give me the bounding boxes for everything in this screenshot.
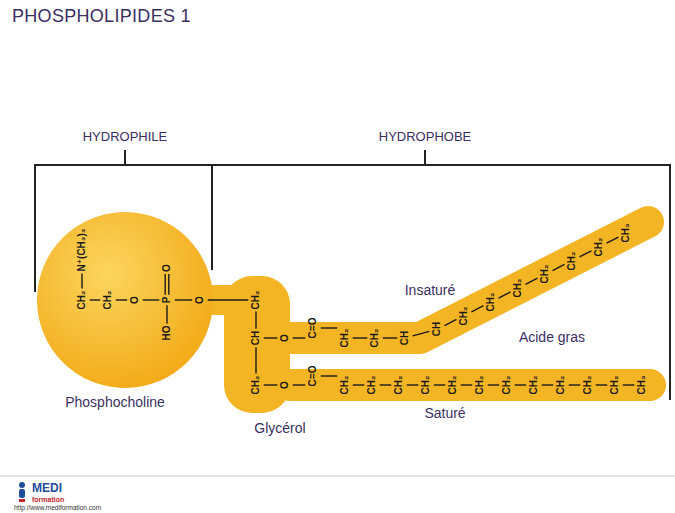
bond-line [208, 299, 249, 300]
bond-line [413, 331, 430, 336]
glycerol-body [224, 276, 290, 413]
atom-label: C=O [307, 366, 319, 387]
atom-label: CH₂ [420, 376, 432, 395]
web-address: http://www.mediformation.com [14, 504, 101, 511]
bond-line [488, 384, 500, 385]
atom-label: CH [399, 331, 411, 345]
atom-label: CH₂ [458, 306, 470, 325]
bond-line [383, 337, 398, 338]
part-name: Glycérol [254, 420, 305, 436]
logo-icon [19, 482, 25, 502]
atom-label: CH₂ [339, 376, 351, 395]
bond-line [580, 251, 592, 257]
bond-line [321, 327, 338, 328]
bond-line [90, 299, 101, 300]
region-heading: HYDROPHILE [83, 130, 168, 145]
bond-line [143, 299, 160, 300]
bond-line [380, 384, 392, 385]
atom-label: HO [161, 326, 173, 341]
atom-label: O [194, 296, 206, 304]
atom-label: CH₂ [485, 292, 497, 311]
bond-line [434, 384, 446, 385]
bond-line [321, 375, 338, 376]
atom-label: CH [250, 331, 262, 345]
atom-label: N⁺(CH₃)₃ [76, 229, 88, 272]
atom-label: O [129, 296, 141, 304]
part-name: Phosphocholine [65, 394, 165, 410]
bond-line [353, 384, 365, 385]
atom-label: CH₂ [555, 376, 567, 395]
part-name: Acide gras [519, 329, 585, 345]
bond-line [293, 337, 306, 338]
atom-label: CH₂ [474, 376, 486, 395]
bond-line [116, 299, 128, 300]
footer-rule [0, 475, 675, 477]
bond-line [293, 384, 306, 385]
atom-label: CH₂ [566, 251, 578, 270]
phosphocholine-head [37, 212, 213, 388]
bond-line [623, 384, 635, 385]
slide-title: PHOSPHOLIPIDES 1 [12, 6, 191, 27]
bond-line [569, 384, 581, 385]
bond-line [542, 384, 554, 385]
atom-label: CH₂ [539, 265, 551, 284]
atom-label: CH₃ [636, 375, 648, 394]
atom-label: CH₃ [620, 224, 632, 243]
bond-line [461, 384, 473, 385]
bond-line [553, 264, 565, 270]
atom-label: O [279, 381, 291, 389]
atom-label: CH₂ [447, 376, 459, 395]
logo-text: MEDI [32, 482, 62, 496]
atom-label: CH₂ [609, 376, 621, 395]
region-heading: HYDROPHOBE [379, 130, 471, 145]
bond-line [607, 237, 619, 243]
bond-line [264, 384, 278, 385]
atom-label: CH₂ [76, 291, 88, 310]
bracket-lines [35, 150, 670, 400]
bond-line [175, 299, 193, 300]
part-name: Saturé [424, 405, 465, 421]
atom-label: CH₂ [339, 329, 351, 348]
atom-label: CH₂ [102, 291, 114, 310]
atom-label: P [161, 297, 173, 304]
bond-line [164, 274, 165, 295]
bond-line [407, 384, 419, 385]
bond-line [445, 319, 457, 325]
atom-label: CH₂ [393, 376, 405, 395]
atom-label: CH₂ [369, 329, 381, 348]
bond-line [596, 384, 608, 385]
atom-label: CH₂ [582, 376, 594, 395]
atom-label: CH₂ [593, 237, 605, 256]
atom-label: CH₂ [366, 376, 378, 395]
atom-label: O [161, 264, 173, 272]
bond-line [166, 305, 167, 323]
bond-line [353, 337, 368, 338]
bond-line [255, 311, 256, 328]
bond-line [499, 292, 511, 298]
bond-line [526, 278, 538, 284]
atom-label: CH₂ [250, 291, 262, 310]
atom-label: C=O [307, 318, 319, 339]
atom-label: CH₂ [501, 376, 513, 395]
bond-line [472, 306, 484, 312]
bond-line [255, 347, 256, 373]
logo-subtext: formation [32, 496, 64, 504]
atom-label: CH₂ [512, 279, 524, 298]
atom-label: CH₂ [250, 376, 262, 395]
atom-label: O [279, 334, 291, 342]
bond-line [515, 384, 527, 385]
part-name: Insaturé [405, 282, 456, 298]
atom-label: CH₂ [528, 376, 540, 395]
atom-label: CH [431, 322, 443, 336]
bond-line [168, 274, 169, 295]
bond-line [81, 273, 82, 288]
bond-line [264, 337, 278, 338]
